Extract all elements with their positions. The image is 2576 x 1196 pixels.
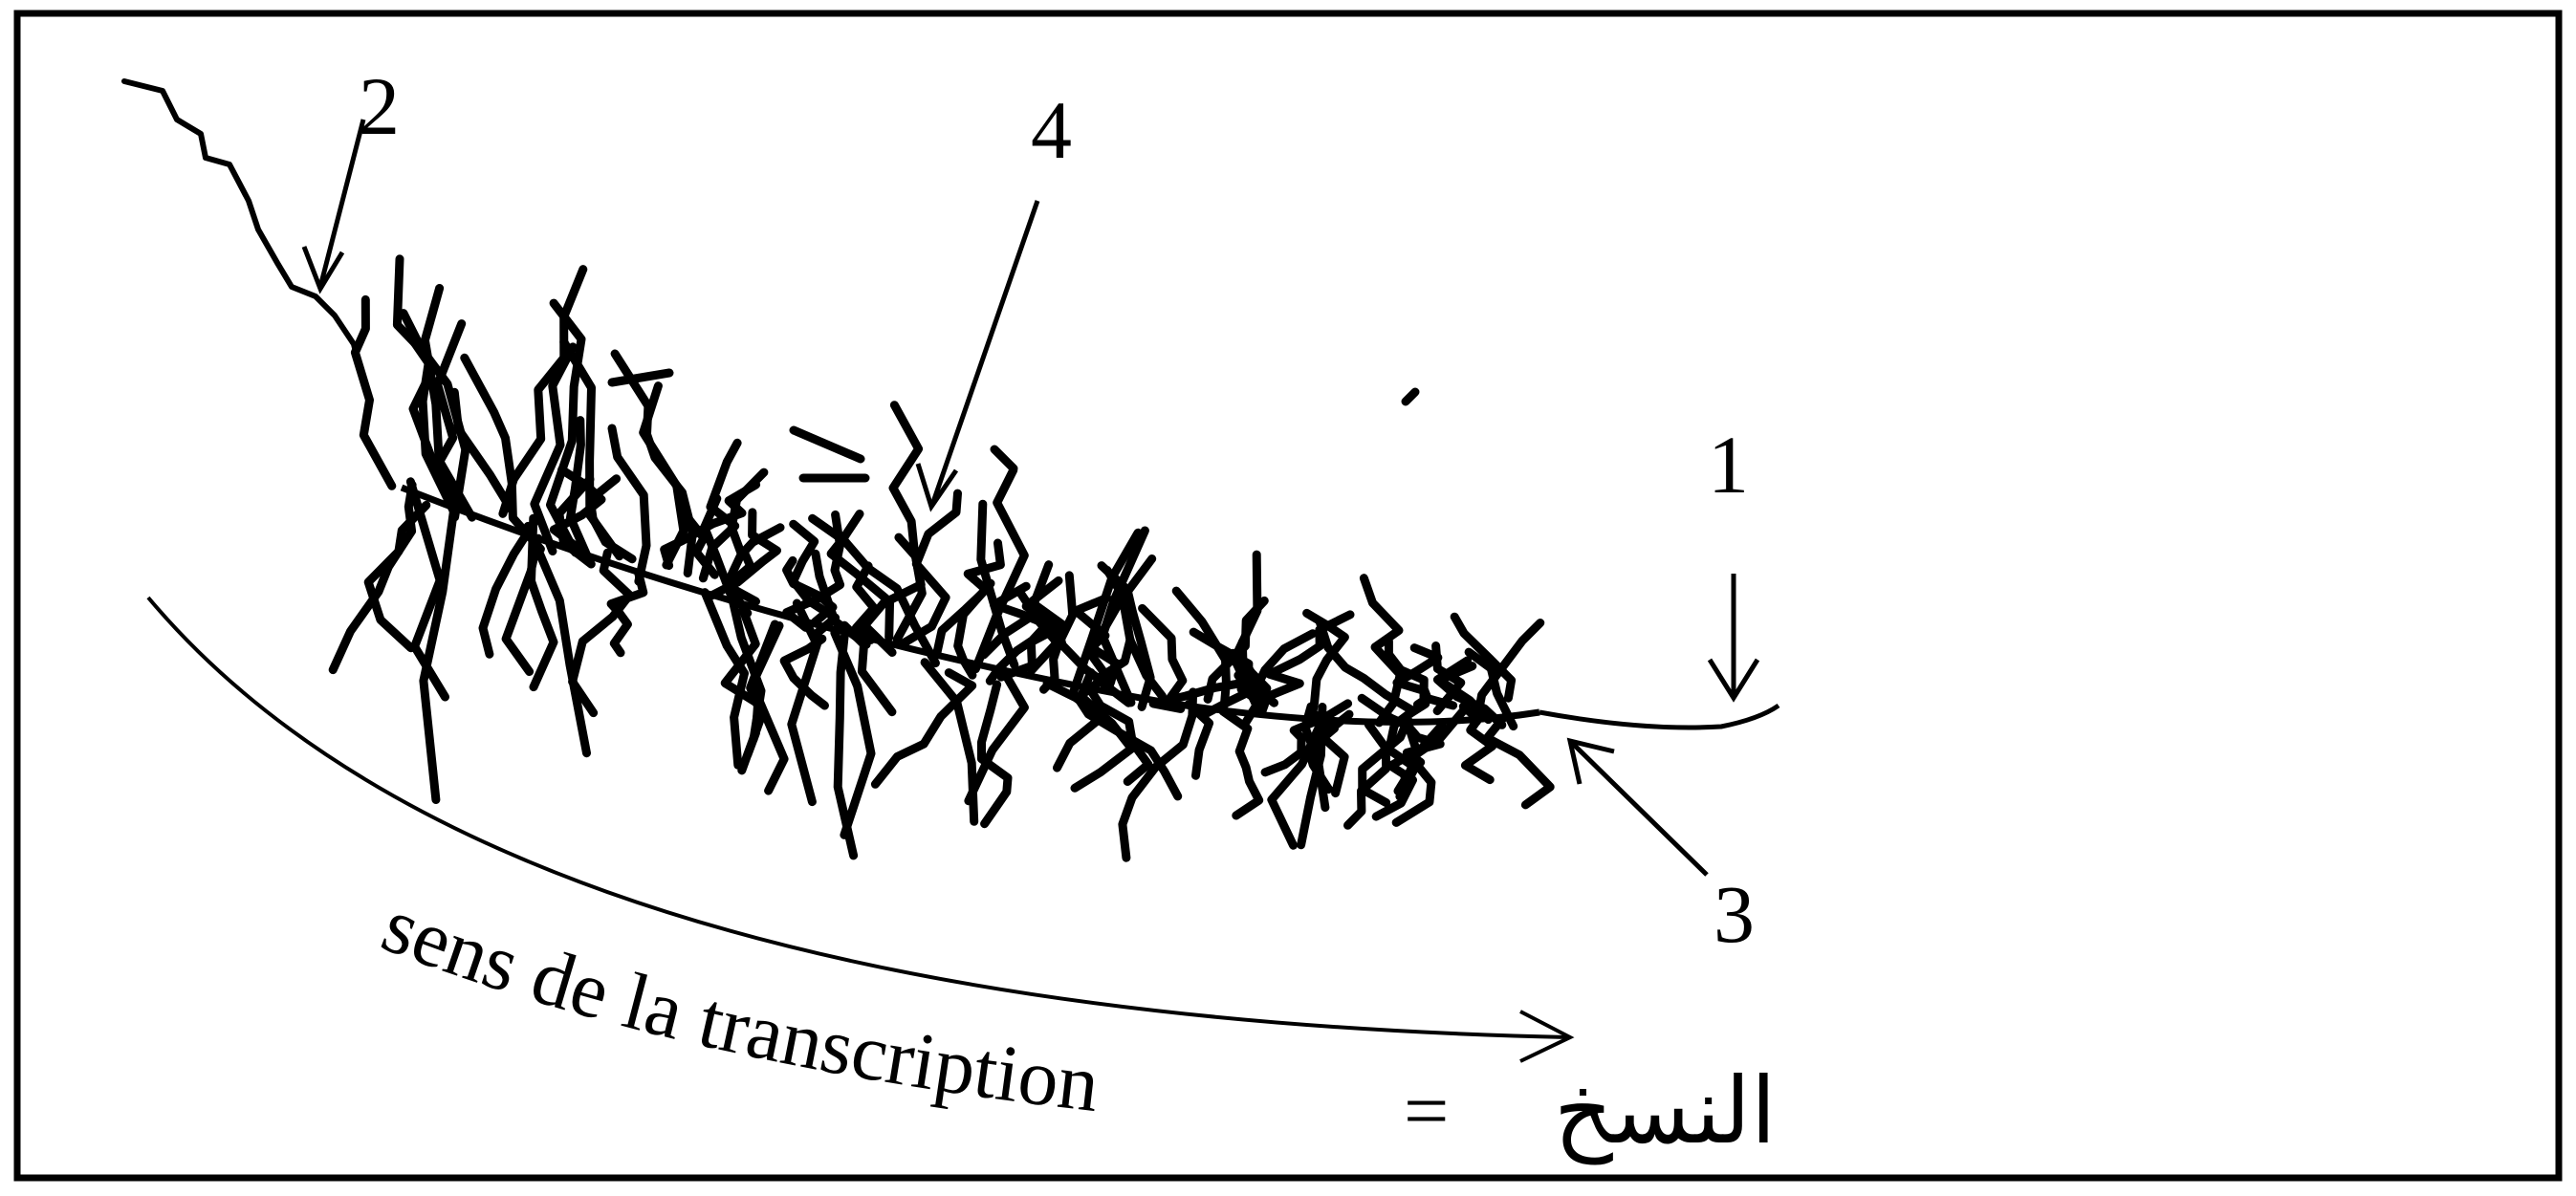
rna-fibre <box>808 513 940 668</box>
figure-frame <box>13 10 2563 1182</box>
caption-arabic: النسخ <box>1554 1057 1777 1165</box>
rna-fibre <box>1393 699 1430 795</box>
dna-strand <box>1539 703 1780 730</box>
rna-fibre <box>523 521 591 758</box>
rna-fibre <box>420 284 477 522</box>
rna-fibre <box>1343 720 1391 830</box>
rna-fibre <box>779 634 829 710</box>
rna-fibre <box>607 424 651 586</box>
rna-fibre <box>449 387 515 514</box>
rna-fibre <box>964 663 1029 806</box>
rna-fibre <box>363 500 431 653</box>
rna-fibre <box>566 416 592 561</box>
rna-fibre <box>870 668 977 789</box>
rna-fragment <box>1401 387 1420 406</box>
rna-fibre <box>1434 662 1493 725</box>
caption-french: sens de la transcription <box>371 881 1103 1129</box>
rna-fibre <box>1358 715 1412 808</box>
label-2: 2 <box>359 60 400 152</box>
rna-fibre <box>990 581 1111 688</box>
rna-fibre <box>660 480 761 571</box>
rna-fibre <box>1391 705 1469 827</box>
rna-fibre <box>700 588 749 770</box>
rna-fibre <box>971 466 1029 674</box>
rna-fibre <box>977 680 1013 829</box>
rna-fibre <box>1450 612 1517 703</box>
rna-fibre <box>737 620 779 775</box>
rna-fibre <box>1171 586 1231 710</box>
rna-fragment <box>607 368 674 387</box>
rna-fibre <box>1464 647 1518 731</box>
rna-fibre <box>976 499 1019 669</box>
rna-fibre <box>1252 629 1318 707</box>
rna-fibre <box>460 353 545 554</box>
label-1: 1 <box>1708 419 1749 511</box>
arrow-label-3 <box>1566 737 1709 877</box>
rna-fibre <box>1302 608 1349 727</box>
rna-fibre <box>1384 637 1458 710</box>
rna-fibre <box>1482 714 1555 810</box>
rna-fibre <box>606 569 648 658</box>
rna-fibre <box>1237 637 1272 727</box>
rna-fibre <box>585 474 637 564</box>
rna-fibre <box>350 294 397 490</box>
rna-fibre <box>683 512 719 579</box>
rna-fibre <box>478 516 539 659</box>
polymerase-axis <box>400 484 1540 726</box>
label-3: 3 <box>1714 868 1755 960</box>
rna-fibre <box>530 342 578 555</box>
rna-fibre <box>1053 672 1111 772</box>
leading-fiber <box>121 78 366 385</box>
rna-fibre <box>1218 707 1264 820</box>
rna-fibre <box>1138 603 1188 707</box>
rna-fibre <box>1230 550 1264 716</box>
rna-fibre <box>1317 709 1354 798</box>
caption-equals: = <box>1404 1067 1449 1156</box>
rna-fibre <box>1085 685 1153 786</box>
rna-fragment <box>789 425 865 464</box>
rna-fibre <box>833 632 859 860</box>
rna-fibre <box>700 494 735 598</box>
arrow-label-4 <box>915 200 1040 512</box>
arrow-label-2 <box>301 119 366 294</box>
rna-fibre <box>1102 566 1167 701</box>
rna-fibre <box>419 501 459 804</box>
rna-fibre <box>888 401 927 644</box>
transcription-direction-arrow <box>146 596 1575 1063</box>
label-4: 4 <box>1031 84 1072 176</box>
rna-fibre <box>1184 700 1214 780</box>
rna-fragment <box>990 445 1018 473</box>
rna-fibre <box>722 468 769 618</box>
rna-fibre <box>546 298 586 557</box>
rna-fibre <box>405 477 449 702</box>
arrow-label-1 <box>1707 574 1760 703</box>
rna-fibre <box>1118 687 1198 862</box>
rna-transcripts <box>328 254 1555 862</box>
rna-fibre <box>610 349 697 577</box>
caption-french-path: sens de la transcription <box>371 881 1103 1129</box>
rna-fibre <box>501 533 543 676</box>
rna-fibre <box>568 548 634 718</box>
